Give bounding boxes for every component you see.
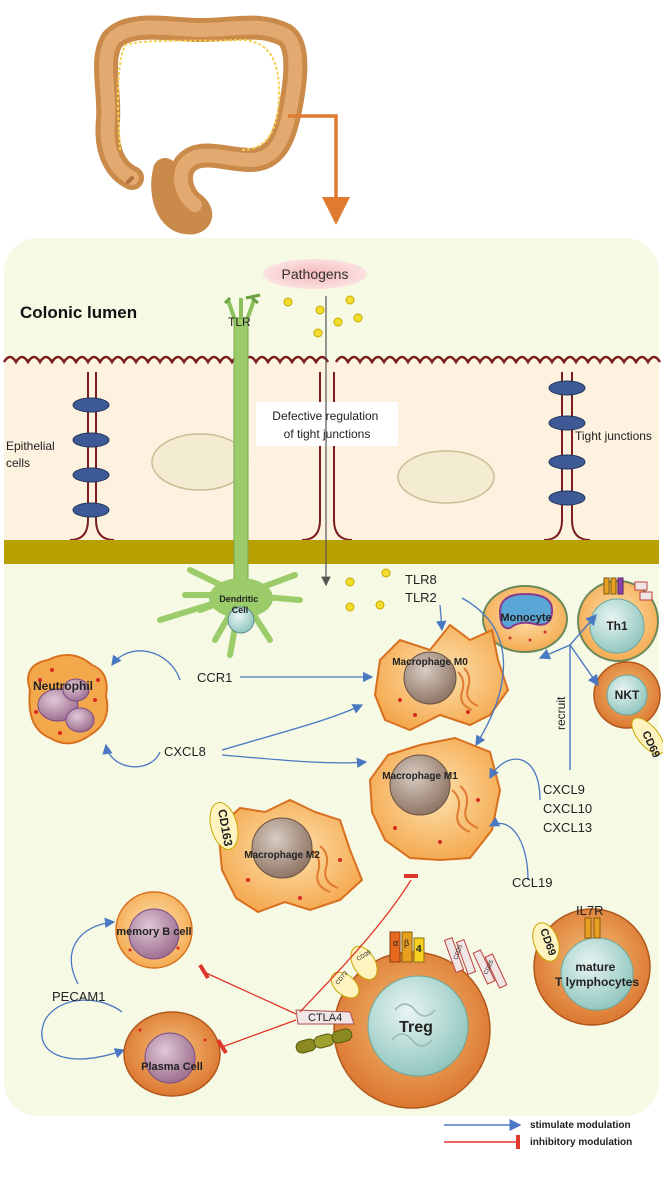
th1-cell [577,577,659,662]
nkt-cell [593,661,663,755]
four-label: 4 [416,944,422,955]
defective-regulation-box [256,402,398,446]
cxcl-loop-arrow [489,758,541,801]
pecam1-label: PECAM1 [52,989,105,1004]
macrophage-m1-label: Macrophage M1 [382,771,458,782]
neutrophil-cell [27,654,109,745]
legend-stimulate-label: stimulate modulation [530,1120,631,1131]
treg-label: Treg [399,1019,433,1036]
colonic-lumen-label: Colonic lumen [20,303,137,322]
macrophage-m1-cell [368,736,502,862]
ccl19-loop-arrow [488,817,529,881]
cxcl8-label: CXCL8 [164,744,206,759]
cxcl13-label: CXCL13 [543,820,592,835]
defective-regulation-label: Defective regulation of tight junctions [272,409,381,441]
monocyte-label: Monocyte [500,612,551,624]
tlr-label: TLR [228,315,251,329]
neutrophil-label: Neutrophil [33,679,93,693]
pathogens-badge [263,259,367,289]
tight-junctions-right [548,380,586,506]
beta-label: β [404,938,409,948]
monocyte-cell [482,585,568,653]
cxcl10-label: CXCL10 [543,801,592,816]
ctla4-receptor [295,1009,355,1054]
macrophage-m0-label: Macrophage M0 [392,657,468,668]
pathogens-label: Pathogens [282,266,349,282]
pathogen-particles-bottom [345,568,391,612]
recruit-label: recruit [554,696,568,730]
legend-inhibit-bar [516,1135,520,1149]
legend-inhibit-label: inhibitory modulation [530,1137,632,1148]
cd25-label-a: CD25 [453,944,464,961]
ccr1-label: CCR1 [197,670,232,685]
nkt-label: NKT [615,688,640,702]
mature-t-lymphocytes-label: mature T lymphocytes [555,960,639,989]
tlr-arrows [436,597,505,747]
alpha-label: α [393,938,398,948]
inhibitory-arrows [198,874,418,1055]
th1-label: Th1 [606,619,628,633]
pathogen-particles-top [283,295,363,338]
ccr1-arrows [111,650,374,683]
macrophage-m2-cell [209,798,364,914]
macrophage-m0-cell [373,623,510,732]
pecam1-arrows [41,917,126,1060]
dendritic-cell-label: Dendritic Cell [219,594,261,615]
treg-cell [330,931,508,1109]
colon-illustration [93,15,308,235]
mature-t-lymphocyte-cell [532,908,651,1026]
cxcl9-label: CXCL9 [543,782,585,797]
tlr2-label: TLR2 [405,590,437,605]
tight-junctions-label: Tight junctions [575,429,652,443]
il7r-label: IL7R [576,903,603,918]
dendritic-cell [157,293,303,658]
tlr8-label: TLR8 [405,572,437,587]
plasma-cell [123,1011,221,1097]
cd163-label: CD163 [215,808,235,848]
tight-junctions-left [72,397,110,518]
colon-zoom-arrow [288,114,350,225]
memory-b-cell [115,891,193,969]
ctla4-label: CTLA4 [308,1012,342,1024]
macrophage-m2-label: Macrophage M2 [244,850,320,861]
plasma-cell-label: Plasma Cell [141,1061,203,1073]
epithelium-layer [2,355,662,564]
recruit-arrows [538,613,599,770]
legend: stimulate modulation inhibitory modulati… [444,1119,632,1149]
ccl19-label: CCL19 [512,875,552,890]
cxcl8-arrows [102,704,368,768]
epithelial-cells-label: Epithelial cells [6,439,58,470]
memory-b-cell-label: memory B cell [116,926,191,938]
